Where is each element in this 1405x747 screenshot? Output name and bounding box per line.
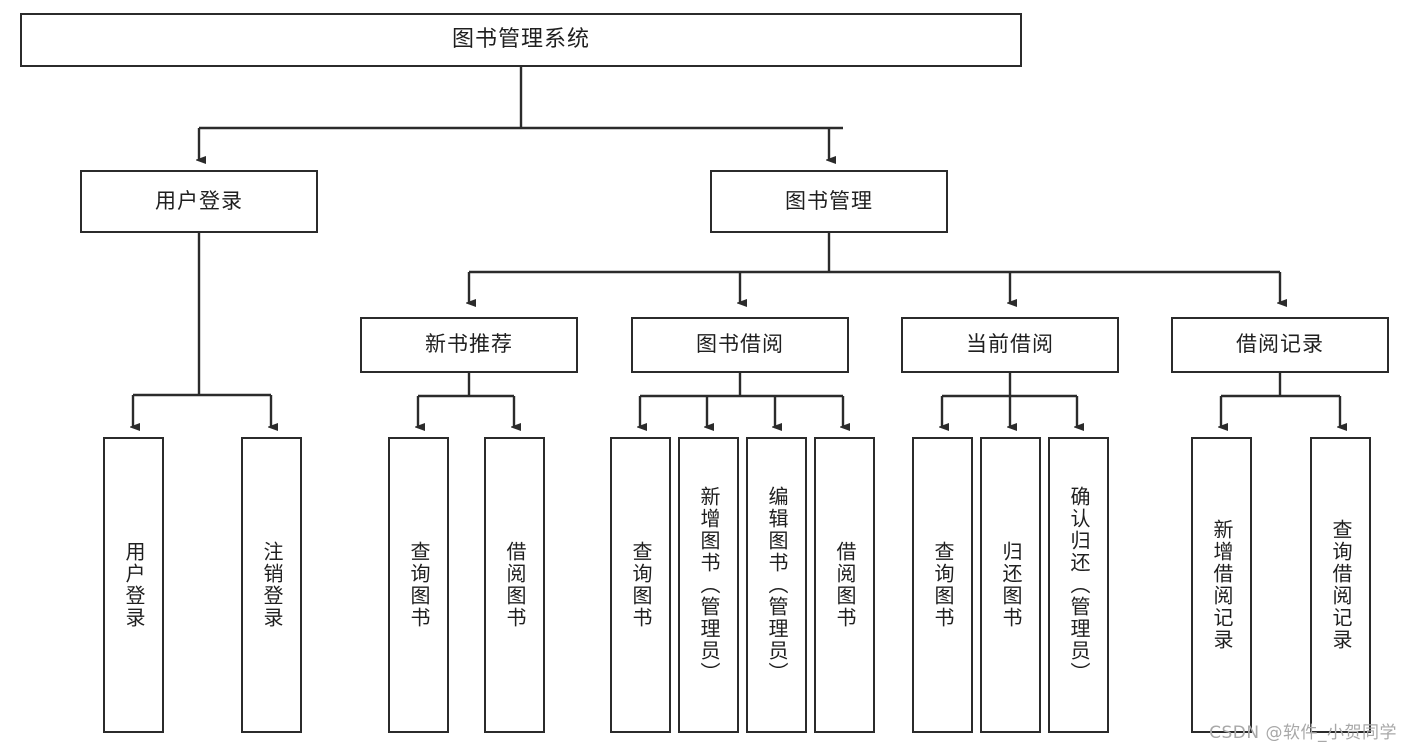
node-label: 用户登录: [155, 188, 243, 213]
leaf-book-borrow-query[interactable]: 查询图书: [610, 437, 671, 733]
node-label: 新书推荐: [425, 332, 513, 357]
node-current-borrow[interactable]: 当前借阅: [901, 317, 1119, 373]
node-label: 借阅图书: [503, 541, 527, 629]
leaf-current-borrow-confirm-return[interactable]: 确认归还（管理员）: [1048, 437, 1109, 733]
node-label: 借阅记录: [1236, 332, 1324, 357]
watermark-text: CSDN @软件_小贺同学: [1209, 723, 1397, 743]
node-book-borrow[interactable]: 图书借阅: [631, 317, 849, 373]
node-label: 确认归还（管理员）: [1067, 486, 1091, 684]
leaf-borrow-record-add[interactable]: 新增借阅记录: [1191, 437, 1252, 733]
leaf-user-login-logout[interactable]: 注销登录: [241, 437, 302, 733]
node-new-book-recommend[interactable]: 新书推荐: [360, 317, 578, 373]
node-label: 归还图书: [999, 541, 1023, 629]
node-user-login[interactable]: 用户登录: [80, 170, 318, 233]
node-label: 查询图书: [629, 541, 653, 629]
node-label: 图书借阅: [696, 332, 784, 357]
node-label: 查询借阅记录: [1329, 519, 1353, 651]
leaf-new-book-borrow[interactable]: 借阅图书: [484, 437, 545, 733]
node-root-system[interactable]: 图书管理系统: [20, 13, 1022, 67]
node-label: 新增借阅记录: [1210, 519, 1234, 651]
leaf-book-borrow-add[interactable]: 新增图书（管理员）: [678, 437, 739, 733]
leaf-book-borrow-borrow[interactable]: 借阅图书: [814, 437, 875, 733]
node-label: 用户登录: [122, 541, 146, 629]
node-label: 查询图书: [931, 541, 955, 629]
node-label: 图书管理系统: [451, 26, 590, 52]
node-label: 查询图书: [407, 541, 431, 629]
leaf-current-borrow-return[interactable]: 归还图书: [980, 437, 1041, 733]
leaf-user-login-login[interactable]: 用户登录: [103, 437, 164, 733]
node-borrow-record[interactable]: 借阅记录: [1171, 317, 1389, 373]
leaf-current-borrow-query[interactable]: 查询图书: [912, 437, 973, 733]
leaf-new-book-query[interactable]: 查询图书: [388, 437, 449, 733]
node-label: 注销登录: [260, 541, 284, 629]
leaf-borrow-record-query[interactable]: 查询借阅记录: [1310, 437, 1371, 733]
node-label: 当前借阅: [966, 332, 1054, 357]
node-label: 新增图书（管理员）: [697, 486, 721, 684]
leaf-book-borrow-edit[interactable]: 编辑图书（管理员）: [746, 437, 807, 733]
node-label: 编辑图书（管理员）: [765, 486, 789, 684]
node-book-management[interactable]: 图书管理: [710, 170, 948, 233]
node-label: 图书管理: [785, 188, 873, 213]
node-label: 借阅图书: [833, 541, 857, 629]
